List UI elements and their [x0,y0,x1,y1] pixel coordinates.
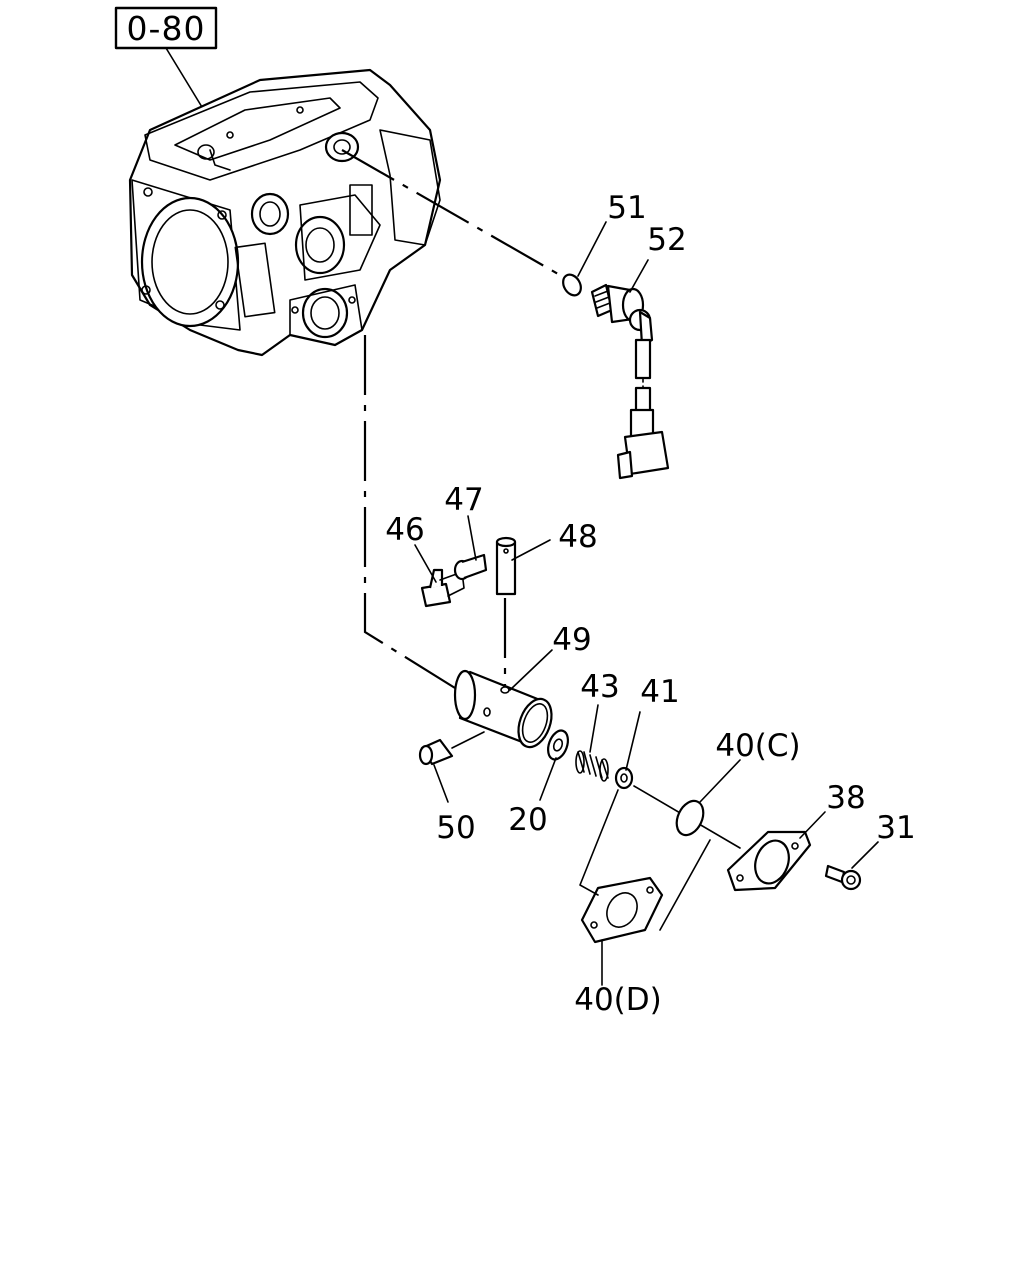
washer-20[interactable] [544,728,571,762]
reference-box[interactable]: 0-80 [114,6,218,50]
gasket-leader-left [579,789,619,896]
callout-52: 52 [647,222,686,258]
cover-plate-38[interactable] [726,830,812,892]
o-ring-51[interactable] [560,271,585,298]
gasket-leader-right [659,839,711,931]
callout-38: 38 [826,780,865,816]
plug-50[interactable] [418,738,454,766]
callout-43: 43 [580,669,619,705]
callout-50: 50 [436,810,475,846]
callout-46: 46 [385,512,424,548]
callout-47: 47 [444,482,483,518]
reference-box-label: 0-80 [127,9,206,48]
housing-to-valve-leader [363,335,456,689]
callout-51: 51 [607,190,646,226]
callout-49: 49 [552,622,591,658]
callout-leaders [414,221,879,986]
callout-31: 31 [876,810,915,846]
spring-43[interactable] [575,750,609,782]
sensor-port-leader [341,149,566,279]
bolt-47[interactable] [453,553,488,581]
plug-leader [451,731,485,749]
ring-40c[interactable] [672,797,709,840]
bolt-31[interactable] [824,864,862,891]
gasket-40d[interactable] [580,876,664,944]
reference-leader [165,47,206,113]
valve-body-49[interactable] [453,669,558,752]
seal-41[interactable] [614,766,634,790]
callout-41: 41 [640,674,679,710]
callout-20: 20 [508,802,547,838]
clip-46[interactable] [420,568,465,608]
sensor-52[interactable] [590,283,670,480]
pin-48[interactable] [495,536,517,596]
callout-48: 48 [558,519,597,555]
callout-40d: 40(D) [574,982,662,1018]
throttle-body-housing [128,68,442,357]
callout-40c: 40(C) [715,728,800,764]
